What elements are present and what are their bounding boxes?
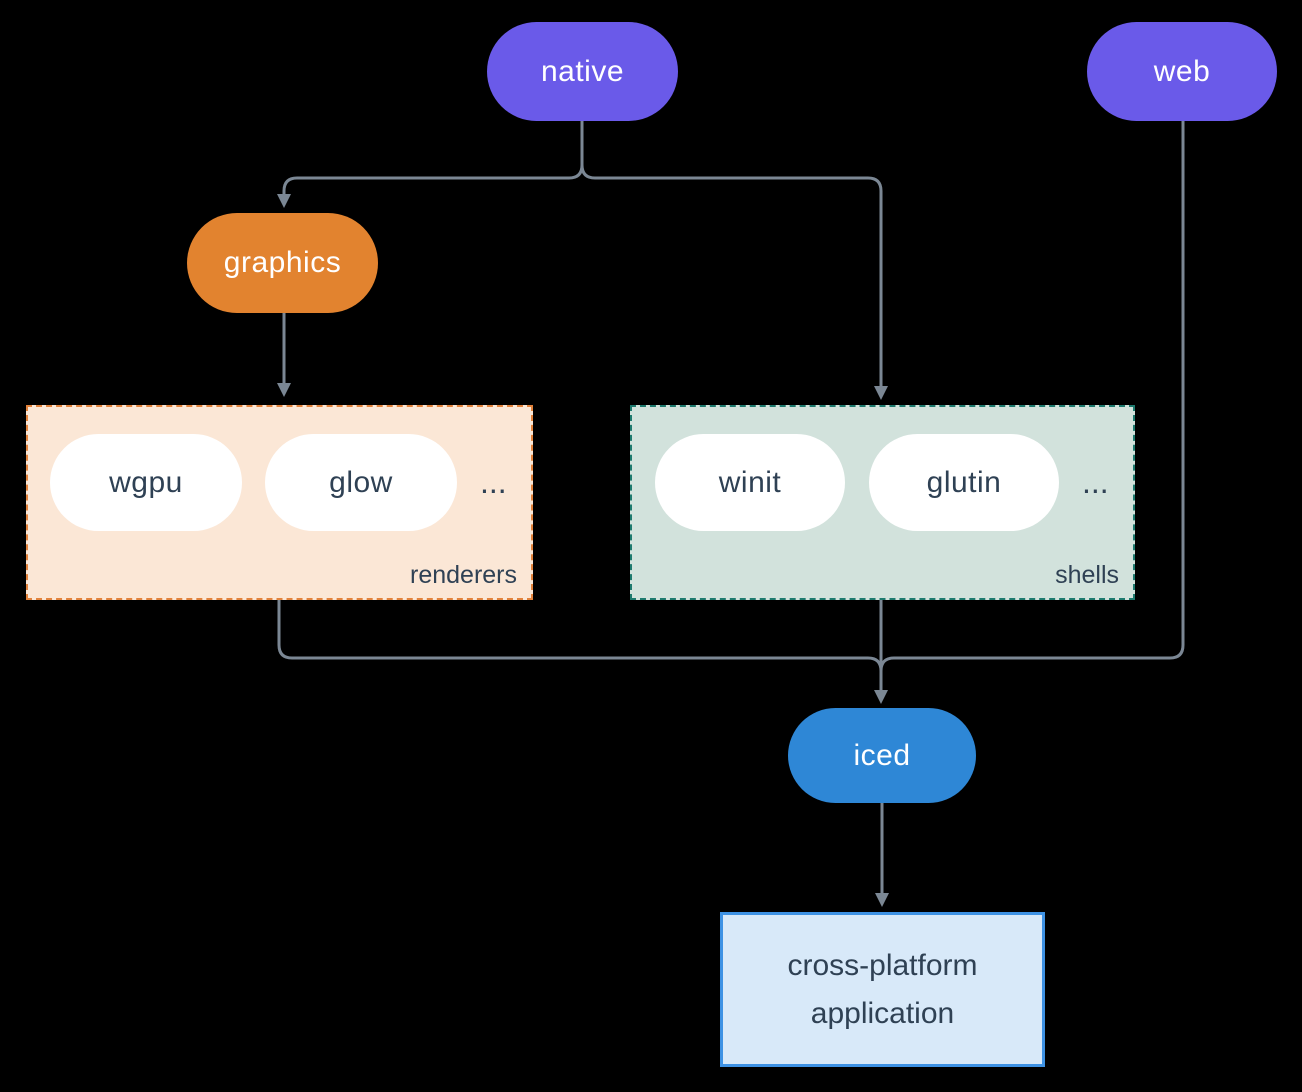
node-glow: glow	[265, 434, 457, 531]
group-shells: winit glutin ... shells	[630, 405, 1135, 600]
node-wgpu: wgpu	[50, 434, 242, 531]
shells-group-label: shells	[1055, 561, 1119, 589]
group-renderers: wgpu glow ... renderers	[26, 405, 533, 600]
shells-ellipsis: ...	[1082, 464, 1109, 500]
node-winit: winit	[655, 434, 845, 531]
node-glutin: glutin	[869, 434, 1059, 531]
renderers-group-label: renderers	[410, 561, 517, 589]
node-web: web	[1087, 22, 1277, 121]
node-native: native	[487, 22, 678, 121]
renderers-ellipsis: ...	[480, 464, 507, 500]
application-label-line1: cross-platform	[787, 948, 978, 982]
edge-native-to-graphics	[282, 121, 584, 194]
node-iced: iced	[788, 708, 976, 803]
application-label-line2: application	[810, 996, 955, 1030]
node-graphics: graphics	[187, 213, 378, 313]
arrowhead-shells	[874, 386, 888, 400]
arrowhead-graphics	[277, 194, 291, 208]
arrowhead-iced	[874, 690, 888, 704]
edge-native-to-shells	[580, 121, 883, 386]
arrowhead-renderers	[277, 383, 291, 397]
arrowhead-application	[875, 893, 889, 907]
node-cross-platform-application: cross-platform application	[720, 912, 1045, 1067]
edge-renderers-to-merge	[277, 600, 883, 672]
